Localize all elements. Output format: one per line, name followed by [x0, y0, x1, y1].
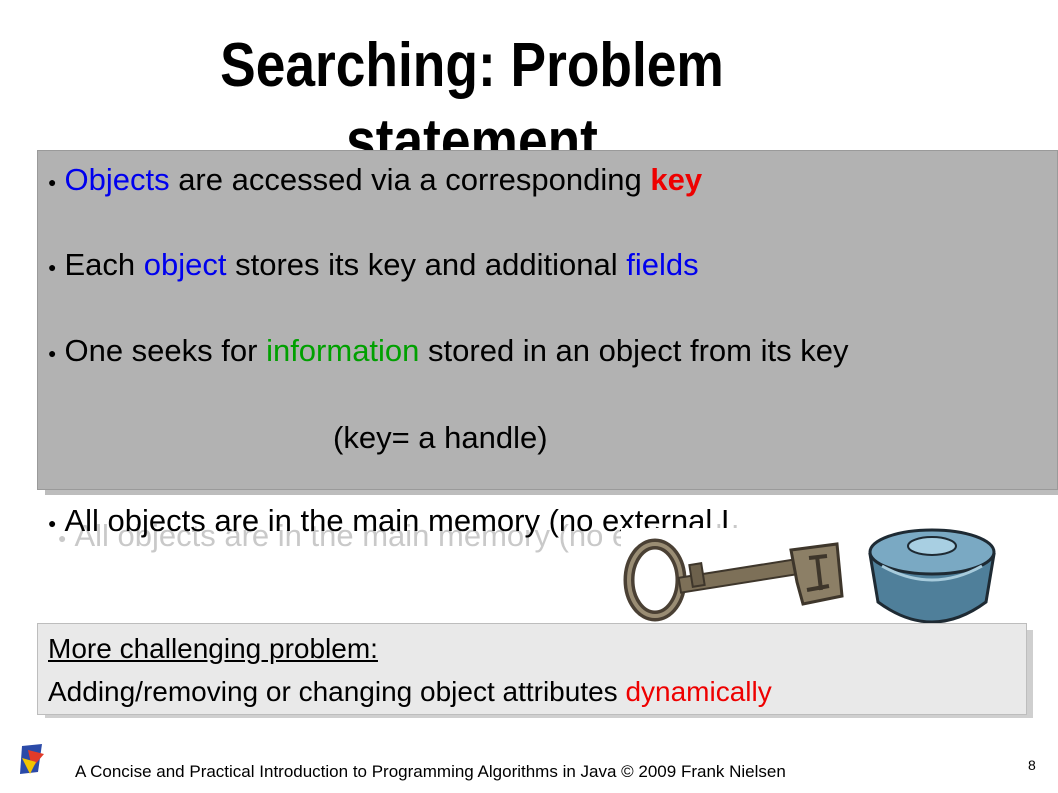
bullet-3-part-1: One seeks for: [64, 333, 267, 368]
bullet-1-part-2: are accessed via a corresponding: [169, 162, 651, 197]
bullet-1-part-3: key: [650, 162, 703, 197]
bullet-2-part-3: stores its key and additional: [226, 247, 627, 282]
bullet-2-part-4: fields: [626, 247, 699, 282]
bullet-dot-icon: ●: [58, 529, 67, 546]
bullet-3-part-3: stored in an object from its key: [419, 333, 849, 368]
challenge-text: Adding/removing or changing object attri…: [48, 676, 772, 708]
bullet-dot-icon: ●: [48, 344, 57, 361]
bullet-information: ● One seeks for information stored in an …: [48, 333, 848, 369]
bullet-2-part-2: object: [143, 247, 227, 282]
bullet-object-fields: ● Each object stores its key and addition…: [48, 247, 699, 283]
bullet-1-part-1: Objects: [64, 162, 170, 197]
institution-logo-icon: [20, 744, 44, 774]
challenge-text-main: Adding/removing or changing object attri…: [48, 676, 626, 707]
key-handle-note: (key= a handle): [333, 420, 548, 455]
bullet-objects-key: ● Objects are accessed via a correspondin…: [48, 162, 702, 198]
challenge-highlight: dynamically: [625, 676, 772, 707]
memory-bullet: ● All objects are in the main memory (no …: [48, 503, 730, 539]
memory-bullet-text: All objects are in the main memory (no e…: [64, 503, 730, 538]
slide-title: Searching: Problem statement: [66, 28, 878, 180]
bullet-3-part-2: information: [266, 333, 420, 368]
challenge-box: [37, 623, 1027, 715]
key-illustration: [621, 528, 857, 628]
pot-illustration: [862, 510, 1002, 640]
slide-title-line1: Searching: Problem: [220, 31, 724, 100]
bullet-dot-icon: ●: [48, 173, 57, 190]
bullet-dot-icon: ●: [48, 258, 57, 275]
bullet-2-part-1: Each: [64, 247, 144, 282]
page-number: 8: [1028, 757, 1036, 773]
bullet-dot-icon: ●: [48, 514, 57, 531]
challenge-heading: More challenging problem:: [48, 633, 378, 664]
footer-credit: A Concise and Practical Introduction to …: [75, 762, 786, 781]
